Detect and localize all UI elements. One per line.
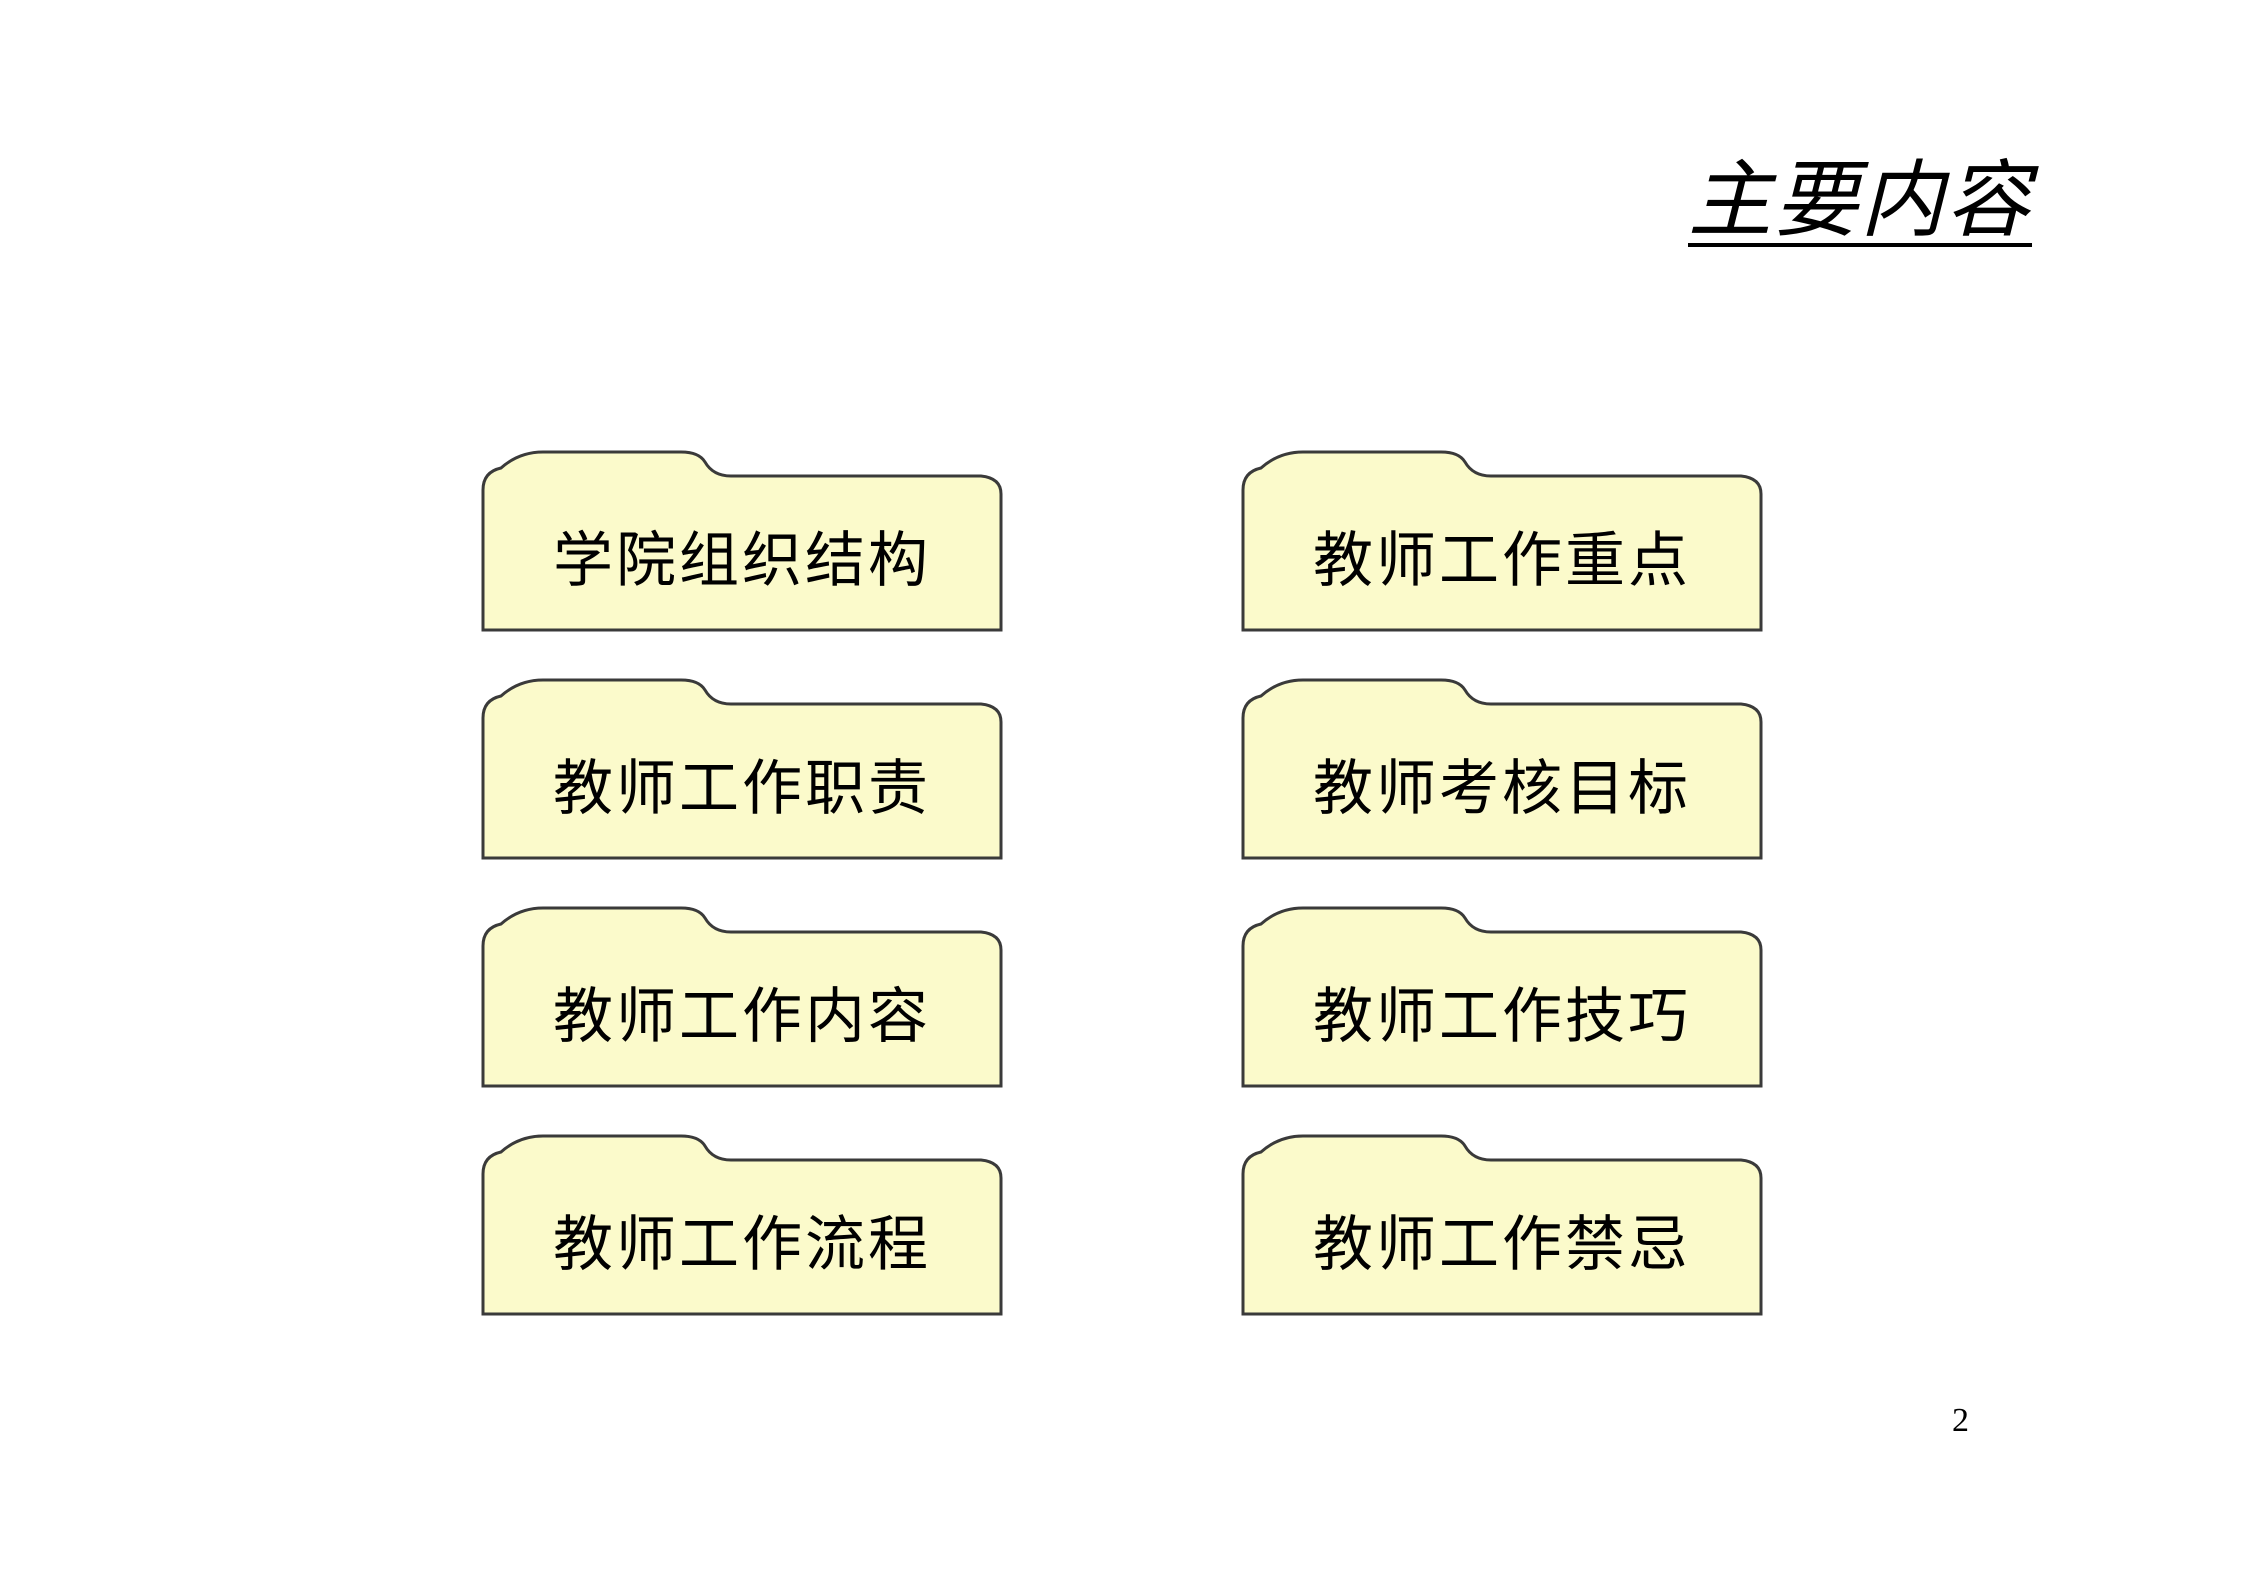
folder-shape xyxy=(1241,1134,1763,1316)
folder-shape xyxy=(1241,678,1763,860)
page-number: 2 xyxy=(1952,1402,1969,1439)
folder-item-5[interactable]: 教师工作内容 xyxy=(481,906,1003,1088)
folder-label: 教师工作内容 xyxy=(553,981,931,1052)
slide-title: 主要内容 xyxy=(1688,151,2033,249)
folder-label: 教师工作禁忌 xyxy=(1313,1209,1691,1280)
folder-label: 教师工作技巧 xyxy=(1313,981,1691,1052)
folder-shape xyxy=(481,450,1003,632)
folder-label: 学院组织结构 xyxy=(553,525,931,596)
folder-shape xyxy=(481,1134,1003,1316)
folder-item-7[interactable]: 教师工作流程 xyxy=(481,1134,1003,1316)
folder-item-2[interactable]: 教师工作重点 xyxy=(1241,450,1763,632)
folder-item-1[interactable]: 学院组织结构 xyxy=(481,450,1003,632)
folder-item-6[interactable]: 教师工作技巧 xyxy=(1241,906,1763,1088)
folder-shape xyxy=(1241,906,1763,1088)
folder-shape xyxy=(481,906,1003,1088)
folder-shape xyxy=(1241,450,1763,632)
folder-label: 教师考核目标 xyxy=(1313,753,1691,824)
folder-shape xyxy=(481,678,1003,860)
folder-item-3[interactable]: 教师工作职责 xyxy=(481,678,1003,860)
folder-label: 教师工作流程 xyxy=(553,1209,931,1280)
folder-item-8[interactable]: 教师工作禁忌 xyxy=(1241,1134,1763,1316)
folder-label: 教师工作重点 xyxy=(1313,525,1691,596)
folder-label: 教师工作职责 xyxy=(553,753,931,824)
folder-item-4[interactable]: 教师考核目标 xyxy=(1241,678,1763,860)
